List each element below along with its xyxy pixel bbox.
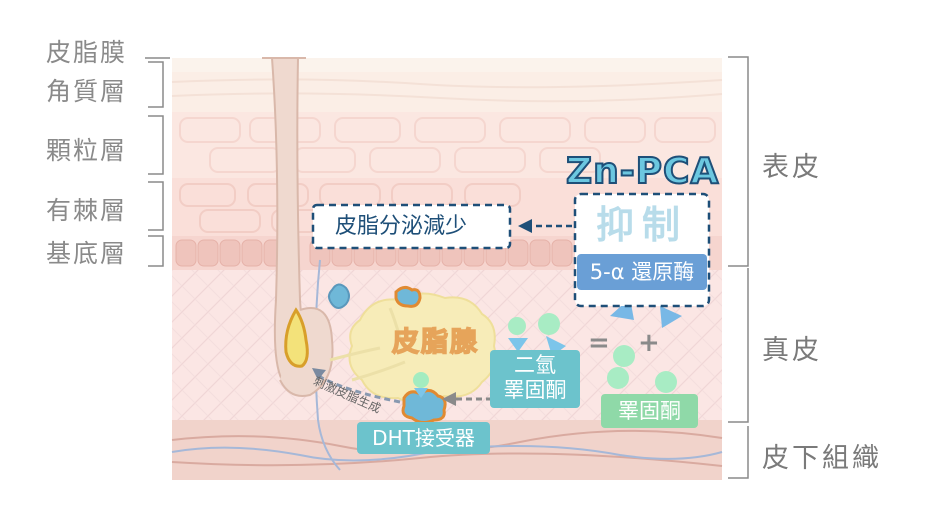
dht-box: 二氫 睪固酮 — [490, 350, 580, 408]
stimulate-arrow — [314, 370, 401, 404]
dht-line2: 睪固酮 — [503, 378, 567, 402]
stratum-granulosum-layer — [172, 112, 722, 178]
label-stratum-spinosum: 有棘層 — [46, 196, 128, 225]
dht-line1: 二氫 — [514, 353, 556, 377]
dht-receptor-shape — [401, 389, 447, 425]
sebum-reduce-box — [311, 203, 512, 250]
label-dermis: 真皮 — [762, 335, 822, 366]
label-epidermis: 表皮 — [762, 152, 822, 183]
label-stratum-granulosum: 顆粒層 — [46, 136, 128, 165]
sebum-reduce-label: 皮脂分泌減少 — [335, 214, 468, 239]
label-stratum-basale: 基底層 — [46, 239, 128, 268]
equals-sign: = — [588, 328, 610, 358]
sebum-film-layer — [172, 58, 722, 72]
sebum-drop — [284, 307, 309, 368]
right-brackets — [728, 56, 749, 479]
plus-sign: + — [638, 328, 660, 358]
dht-molecule — [413, 372, 429, 388]
zn-pca-title: Zn-PCA — [565, 151, 720, 193]
inhibit-label: 抑制 — [596, 203, 689, 247]
sebaceous-gland — [348, 292, 497, 405]
sebaceous-gland-label: 皮脂腺 — [391, 326, 479, 359]
enzyme-box: 5-α 還原酶 — [577, 254, 707, 290]
stratum-corneum-layer — [172, 72, 722, 112]
left-brackets — [145, 57, 170, 267]
receptor-box: DHT接受器 — [357, 422, 490, 454]
label-subcutaneous: 皮下組織 — [762, 443, 882, 474]
label-sebum-film: 皮脂膜 — [46, 38, 128, 67]
label-stratum-corneum: 角質層 — [46, 77, 128, 106]
testosterone-molecule — [613, 345, 635, 367]
testosterone-box: 睪固酮 — [601, 394, 698, 428]
